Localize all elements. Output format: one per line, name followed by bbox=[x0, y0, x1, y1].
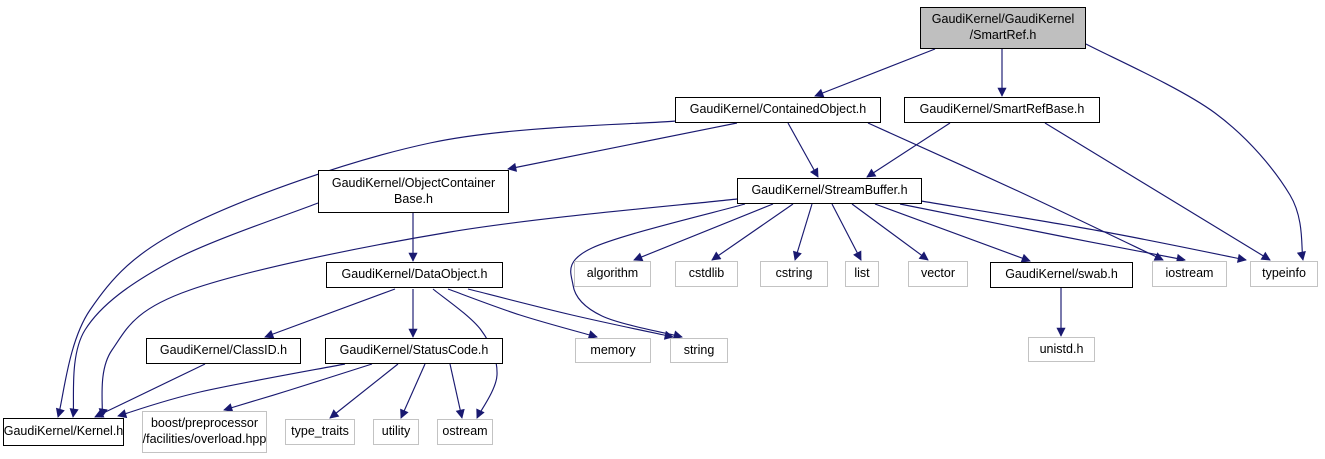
node-utility-label: utility bbox=[381, 424, 411, 439]
node-containedobject-label: GaudiKernel/ContainedObject.h bbox=[689, 102, 867, 117]
edge-containedobject-iostream bbox=[867, 122, 1164, 261]
node-classid[interactable]: GaudiKernel/ClassID.h bbox=[146, 338, 301, 364]
node-iostream: iostream bbox=[1152, 261, 1227, 287]
edge-dataobject-classid bbox=[264, 288, 396, 339]
node-smartref: GaudiKernel/GaudiKernel/SmartRef.h bbox=[920, 7, 1086, 49]
edge-streambuffer-algorithm bbox=[633, 203, 774, 262]
node-smartrefbase-label: GaudiKernel/SmartRefBase.h bbox=[919, 102, 1085, 117]
edge-dataobject-string bbox=[467, 288, 674, 340]
node-unistd: unistd.h bbox=[1028, 337, 1095, 362]
node-statuscode[interactable]: GaudiKernel/StatusCode.h bbox=[325, 338, 503, 364]
node-typeinfo: typeinfo bbox=[1250, 261, 1318, 287]
edge-statuscode-type_traits bbox=[329, 363, 399, 419]
node-statuscode-label: GaudiKernel/StatusCode.h bbox=[339, 343, 489, 358]
node-string: string bbox=[670, 338, 728, 363]
edge-streambuffer-list bbox=[831, 203, 862, 261]
node-cstdlib: cstdlib bbox=[675, 261, 738, 287]
node-algorithm: algorithm bbox=[574, 261, 651, 287]
edge-streambuffer-vector bbox=[851, 203, 929, 261]
node-boost-label: boost/preprocessor bbox=[150, 416, 258, 431]
node-classid-label: GaudiKernel/ClassID.h bbox=[159, 343, 288, 358]
edge-containedobject-kernel bbox=[55, 120, 677, 418]
edge-streambuffer-iostream bbox=[899, 203, 1186, 263]
node-streambuffer-label: GaudiKernel/StreamBuffer.h bbox=[751, 183, 908, 198]
edge-statuscode-boost bbox=[223, 363, 373, 413]
edge-smartrefbase-typeinfo bbox=[1044, 122, 1271, 261]
edge-statuscode-kernel bbox=[117, 363, 346, 419]
node-swab-label: GaudiKernel/swab.h bbox=[1005, 267, 1118, 282]
node-boost-label: /facilities/overload.hpp bbox=[142, 432, 267, 446]
edge-streambuffer-cstring bbox=[793, 203, 813, 261]
node-memory: memory bbox=[575, 338, 651, 363]
edge-statuscode-ostream bbox=[449, 363, 465, 419]
node-kernel-label: GaudiKernel/Kernel.h bbox=[3, 424, 124, 439]
node-streambuffer[interactable]: GaudiKernel/StreamBuffer.h bbox=[737, 178, 922, 204]
node-containedobject[interactable]: GaudiKernel/ContainedObject.h bbox=[675, 97, 881, 123]
node-utility: utility bbox=[373, 419, 419, 445]
node-memory-label: memory bbox=[590, 342, 636, 357]
node-vector-label: vector bbox=[920, 266, 956, 281]
edge-smartref-typeinfo bbox=[1085, 43, 1306, 261]
edge-streambuffer-typeinfo bbox=[920, 200, 1247, 263]
node-smartref-label: GaudiKernel/GaudiKernel bbox=[931, 12, 1075, 27]
node-unistd-label: unistd.h bbox=[1039, 341, 1084, 356]
edge-smartref-containedobject bbox=[814, 48, 936, 98]
node-list-label: list bbox=[854, 266, 870, 281]
node-list: list bbox=[845, 261, 879, 287]
node-type_traits: type_traits bbox=[285, 419, 355, 445]
node-ostream-label: ostream bbox=[442, 424, 488, 439]
node-cstring: cstring bbox=[760, 261, 828, 287]
node-dataobject-label: GaudiKernel/DataObject.h bbox=[341, 267, 488, 282]
edge-streambuffer-swab bbox=[874, 203, 1031, 263]
edge-containedobject-objectcontainerbase bbox=[507, 122, 738, 172]
node-smartref-label: /SmartRef.h bbox=[969, 28, 1037, 42]
node-swab[interactable]: GaudiKernel/swab.h bbox=[990, 262, 1133, 288]
node-ostream: ostream bbox=[437, 419, 493, 445]
node-vector: vector bbox=[908, 261, 968, 287]
edge-statuscode-utility bbox=[400, 363, 426, 419]
edge-streambuffer-kernel bbox=[98, 198, 738, 418]
node-algorithm-label: algorithm bbox=[586, 266, 639, 281]
node-objectcontainerbase-label: GaudiKernel/ObjectContainer bbox=[331, 175, 496, 190]
edge-streambuffer-cstdlib bbox=[711, 203, 794, 261]
node-smartrefbase[interactable]: GaudiKernel/SmartRefBase.h bbox=[904, 97, 1100, 123]
node-objectcontainerbase-label: Base.h bbox=[394, 191, 433, 206]
node-kernel[interactable]: GaudiKernel/Kernel.h bbox=[3, 418, 124, 446]
node-boost: boost/preprocessor/facilities/overload.h… bbox=[142, 411, 267, 453]
edge-streambuffer-string bbox=[570, 203, 746, 340]
node-string-label: string bbox=[683, 342, 715, 357]
node-iostream-label: iostream bbox=[1165, 266, 1214, 281]
node-cstring-label: cstring bbox=[775, 266, 813, 281]
node-dataobject[interactable]: GaudiKernel/DataObject.h bbox=[326, 262, 503, 288]
node-cstdlib-label: cstdlib bbox=[688, 266, 725, 281]
node-typeinfo-label: typeinfo bbox=[1262, 266, 1306, 281]
edge-dataobject-memory bbox=[447, 288, 598, 340]
edge-smartrefbase-streambuffer bbox=[866, 122, 951, 178]
edge-classid-kernel bbox=[94, 363, 206, 418]
node-type_traits-label: type_traits bbox=[291, 424, 349, 439]
edge-objectcontainerbase-kernel bbox=[69, 202, 319, 418]
edge-containedobject-streambuffer bbox=[787, 122, 819, 178]
